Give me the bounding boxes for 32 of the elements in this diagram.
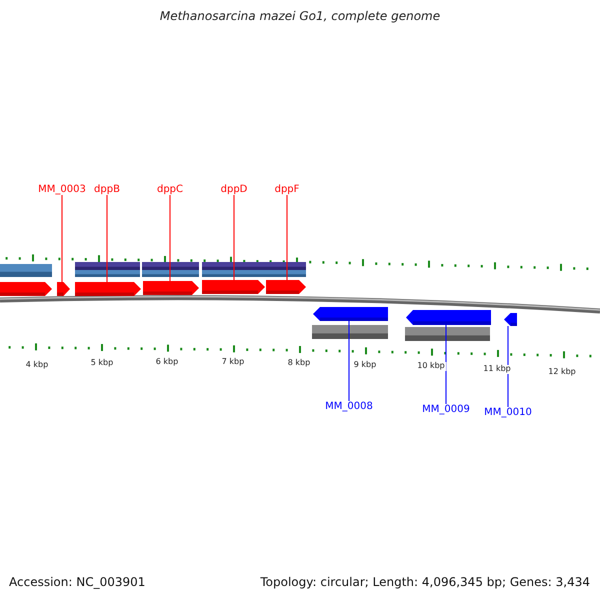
scale-label: 4 kbp [24, 361, 50, 370]
scale-label: 10 kbp [416, 362, 446, 371]
scale-label: 11 kbp [482, 365, 512, 374]
gene-label: MM_0008 [325, 401, 373, 412]
gene-label: dppD [220, 184, 248, 195]
gene-feature [313, 307, 388, 321]
scale-label: 9 kbp [352, 361, 378, 370]
gene-feature [143, 281, 199, 295]
gene-feature [202, 280, 265, 294]
gene-feature [406, 310, 491, 325]
title: Methanosarcina mazei Go1, complete genome [160, 10, 440, 24]
scale-label: 6 kbp [154, 358, 180, 367]
gene-label: dppB [94, 184, 120, 195]
gene-label: MM_0009 [422, 404, 470, 415]
gene-label: dppC [156, 184, 184, 195]
footer-text: Topology: circular; Length: 4,096,345 bp; Genes: 3,434 [260, 576, 590, 590]
scale-label: 7 kbp [220, 358, 246, 367]
gene-label: dppF [274, 184, 300, 195]
gene-feature [266, 280, 306, 294]
gene-feature [504, 313, 517, 326]
scale-label: 12 kbp [547, 368, 577, 377]
footer-text: Accession: NC_003901 [9, 576, 146, 590]
leader-line [348, 320, 350, 402]
scale-label: 8 kbp [286, 359, 312, 368]
gene-label: MM_0010 [484, 407, 532, 418]
gene-feature [75, 282, 141, 296]
gene-feature [57, 282, 70, 296]
leader-line [286, 194, 288, 280]
scale-label: 5 kbp [90, 359, 114, 368]
gene-feature [0, 282, 52, 296]
leader-line [106, 194, 108, 282]
gene-label: MM_0003 [38, 184, 86, 195]
